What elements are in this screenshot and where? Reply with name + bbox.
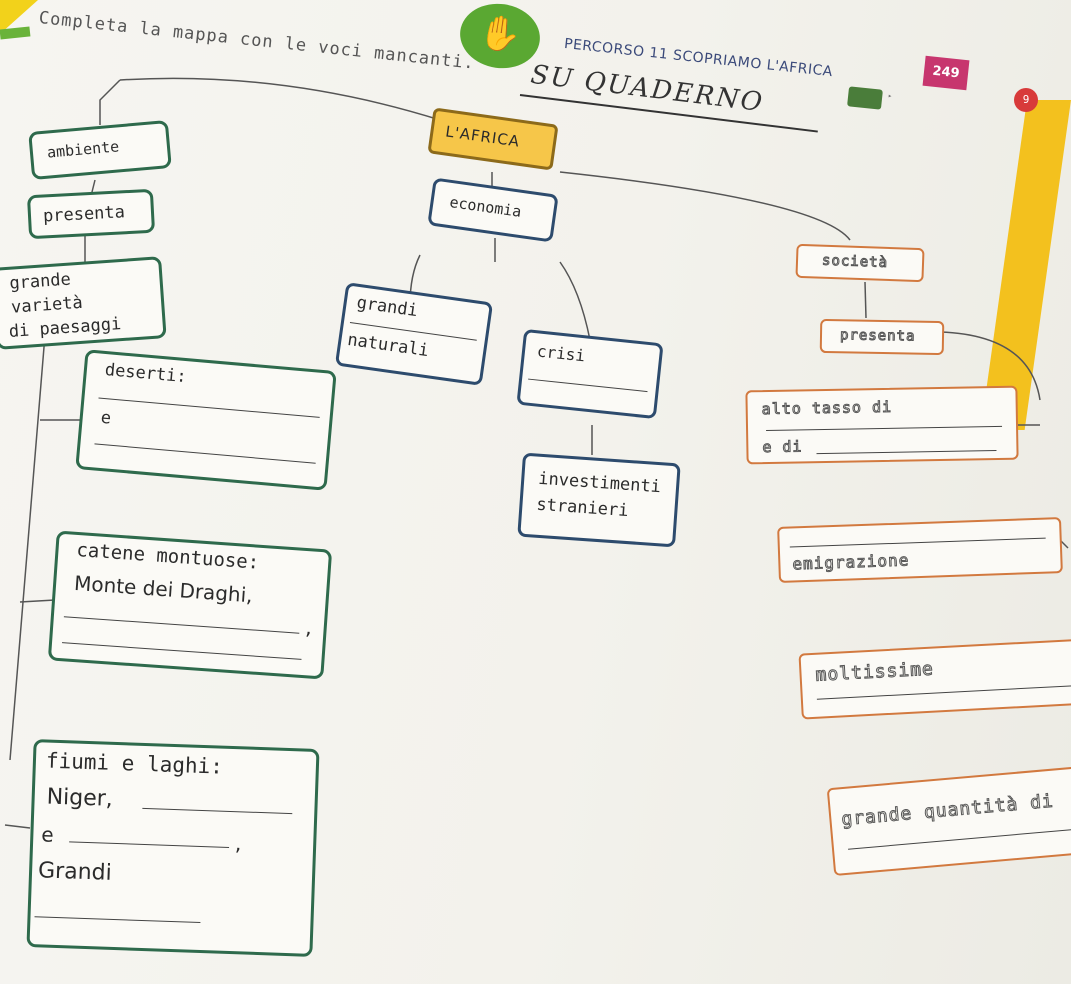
- presenta-societa-label: presenta: [839, 327, 916, 345]
- deserti-blank-1[interactable]: [98, 397, 320, 418]
- presenta-box-societa: presenta: [819, 318, 945, 356]
- moltissime-box: moltissime: [798, 638, 1071, 720]
- crisi-label: crisi: [536, 341, 587, 366]
- societa-box: società: [795, 243, 925, 283]
- fiumi-blank-3[interactable]: [34, 916, 201, 924]
- societa-label: società: [821, 252, 889, 271]
- deserti-title: deserti:: [104, 360, 188, 388]
- ambiente-label: ambiente: [46, 137, 120, 162]
- emigrazione-box: emigrazione: [777, 517, 1063, 583]
- presenta-box-ambiente: presenta: [26, 188, 156, 240]
- grande-quantita-blank[interactable]: [848, 827, 1071, 850]
- badge-number: 9: [1014, 88, 1038, 112]
- fiumi-comma: ,: [232, 835, 244, 856]
- fiumi-title: fiumi e laghi:: [45, 748, 224, 779]
- investimenti-line-2: stranieri: [535, 494, 630, 522]
- deserti-box: deserti: e: [75, 349, 337, 491]
- alto-tasso-box: alto tasso di e di: [745, 385, 1019, 465]
- catene-box: catene montuose: Monte dei Draghi, ,: [47, 530, 333, 680]
- fiumi-box: fiumi e laghi: Niger, e , Grandi: [26, 739, 320, 957]
- investimenti-line-1: investimenti: [537, 468, 662, 498]
- presenta-label: presenta: [42, 202, 126, 227]
- moltissime-blank[interactable]: [816, 685, 1071, 700]
- fiumi-e: e: [40, 822, 55, 847]
- alto-tasso-label: alto tasso di: [761, 397, 893, 419]
- fiumi-blank-1[interactable]: [142, 807, 293, 815]
- varieta-line-2: varietà: [10, 292, 84, 318]
- emigrazione-blank[interactable]: [789, 537, 1046, 548]
- catene-blank-1[interactable]: [63, 616, 300, 634]
- grande-quantita-label: grande quantità di: [840, 790, 1055, 831]
- varieta-line-3: di paesaggi: [8, 314, 122, 342]
- investimenti-box: investimenti stranieri: [517, 452, 681, 548]
- fiumi-grandi: Grandi: [37, 858, 113, 886]
- fiumi-niger: Niger,: [46, 784, 114, 812]
- alto-tasso-blank[interactable]: [766, 425, 1003, 432]
- crisi-blank[interactable]: [528, 378, 648, 393]
- e-di-blank[interactable]: [816, 450, 997, 455]
- varieta-line-1: grande: [8, 269, 72, 294]
- crisi-box: crisi: [516, 328, 664, 420]
- economia-label: economia: [448, 192, 523, 221]
- varieta-paesaggi-box: grande varietà di paesaggi: [0, 256, 167, 350]
- e-di-label: e di: [762, 437, 803, 457]
- catene-comma: ,: [302, 619, 315, 640]
- naturali-label: naturali: [346, 329, 431, 362]
- grandi-label: grandi: [355, 292, 420, 322]
- emigrazione-label: emigrazione: [792, 550, 911, 574]
- moltissime-label: moltissime: [815, 658, 935, 686]
- deserti-blank-2[interactable]: [94, 443, 316, 464]
- catene-title: catene montuose:: [75, 538, 260, 574]
- catene-line-1: Monte dei Draghi,: [73, 570, 254, 608]
- center-label: L'AFRICA: [444, 122, 522, 151]
- fiumi-blank-2[interactable]: [69, 841, 230, 848]
- catene-blank-2[interactable]: [62, 642, 302, 660]
- deserti-e: e: [99, 407, 112, 429]
